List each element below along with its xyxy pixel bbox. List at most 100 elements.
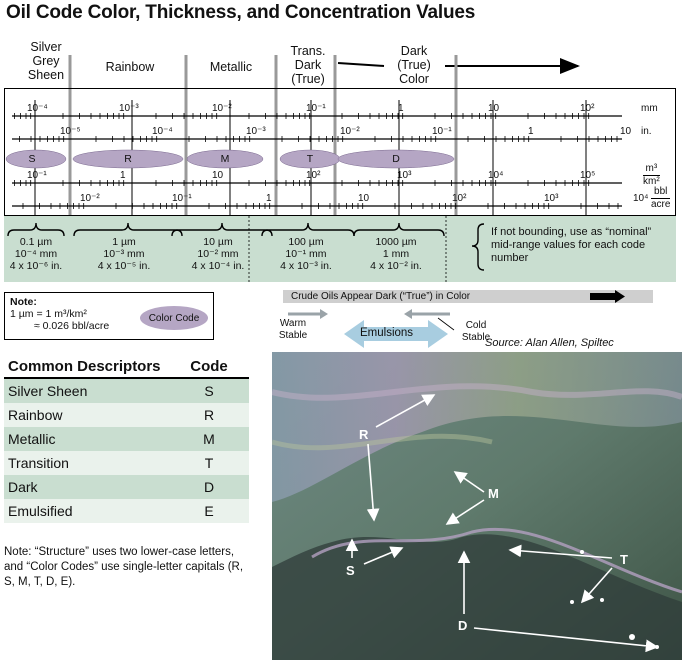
page-title: Oil Code Color, Thickness, and Concentra…	[6, 2, 476, 23]
nominal-note: If not bounding, use as “nominal” mid-ra…	[491, 226, 652, 264]
code-ellipse-d	[337, 149, 455, 169]
descriptor-name: Metallic	[4, 427, 169, 451]
category-line: (True)	[291, 72, 325, 86]
stability-arrows	[288, 290, 625, 348]
descriptor-code: T	[169, 451, 249, 475]
cold-label-line: Cold	[465, 320, 487, 331]
arrow-d-2	[473, 627, 659, 653]
mm-tick: 10²	[580, 103, 595, 114]
nominal-m: 10 µm 10⁻² mm 4 x 10⁻⁴ in.	[178, 236, 258, 272]
category-line: Trans.	[290, 44, 326, 58]
bblacre-tick: 10²	[452, 193, 467, 204]
nominal-line: 1000 µm	[375, 236, 417, 248]
photo-label-t: T	[620, 552, 628, 567]
category-line: Grey	[32, 54, 60, 68]
color-code-legend: Color Code	[140, 306, 208, 330]
m3km2-tick: 10	[212, 170, 224, 181]
mm-tick: 10⁻⁴	[27, 103, 48, 114]
descriptor-name: Rainbow	[4, 403, 169, 427]
category-line: Metallic	[209, 60, 253, 74]
category-line: (True)	[397, 58, 431, 72]
m3km2-tick: 10³	[397, 170, 412, 181]
braces	[7, 216, 485, 282]
nominal-values-band	[4, 216, 676, 282]
photo-label-d: D	[458, 618, 468, 633]
category-metallic: Metallic	[196, 60, 266, 74]
unit-denominator: acre	[651, 198, 671, 210]
header-descriptors: Common Descriptors	[4, 354, 169, 379]
category-transition: Trans. Dark (True)	[282, 44, 334, 86]
nominal-r: 1 µm 10⁻³ mm 4 x 10⁻⁵ in.	[84, 236, 164, 272]
bblacre-tick: 10	[358, 193, 370, 204]
note-heading: Note:	[10, 296, 37, 308]
brace-d	[353, 222, 445, 237]
arrow-r-2	[366, 443, 380, 522]
oil-slick-image	[272, 352, 682, 660]
nominal-line: 10⁻³ mm	[103, 248, 145, 260]
nominal-line: 4 x 10⁻² in.	[370, 260, 422, 272]
nominal-d: 1000 µm 1 mm 4 x 10⁻² in.	[356, 236, 436, 272]
m3km2-tick: 10²	[306, 170, 321, 181]
brace-t	[261, 222, 355, 237]
warm-label-line: Warm	[279, 318, 307, 329]
cold-stable-label: Cold Stable	[458, 320, 494, 344]
nominal-line: 4 x 10⁻³ in.	[280, 260, 332, 272]
nominal-line: 10⁻⁴ mm	[14, 248, 58, 260]
arrow-m-1	[453, 471, 485, 493]
arrow-r-1	[375, 394, 436, 428]
photo-label-s: S	[346, 563, 355, 578]
mm-tick: 1	[398, 103, 404, 114]
descriptor-name: Silver Sheen	[4, 378, 169, 403]
nominal-line: 10 µm	[203, 236, 233, 248]
crude-oils-bar: Crude Oils Appear Dark (“True”) in Color	[283, 290, 653, 303]
scale-panel	[4, 88, 676, 216]
category-line: Dark	[294, 58, 322, 72]
nominal-line: 100 µm	[288, 236, 324, 248]
nominal-line: 1 mm	[382, 248, 410, 260]
category-line: Silver	[30, 40, 62, 54]
nominal-s: 0.1 µm 10⁻⁴ mm 4 x 10⁻⁶ in.	[4, 236, 68, 272]
code-label-r: R	[124, 153, 132, 165]
code-ellipse-m	[186, 149, 264, 169]
in-unit: in.	[641, 126, 652, 137]
category-rainbow: Rainbow	[90, 60, 170, 74]
mm-tick: 10	[488, 103, 500, 114]
brace-s	[7, 222, 65, 237]
m3km2-tick: 10⁴	[488, 170, 504, 181]
dark-line-left	[337, 62, 385, 67]
descriptor-code: S	[169, 378, 249, 403]
bblacre-tick: 10⁴	[633, 193, 649, 204]
table-header-row: Common Descriptors Code	[4, 354, 249, 379]
code-label-t: T	[306, 153, 314, 165]
code-label-m: M	[220, 153, 230, 165]
descriptor-name: Dark	[4, 475, 169, 499]
nominal-line: 10⁻² mm	[197, 248, 239, 260]
mm-unit: mm	[641, 103, 658, 114]
brace-r	[73, 222, 183, 237]
unit-numerator: bbl	[654, 186, 668, 197]
brace-m	[171, 222, 273, 237]
descriptor-code: M	[169, 427, 249, 451]
in-tick: 1	[528, 126, 534, 137]
photo-label-r: R	[359, 427, 369, 442]
in-tick: 10	[620, 126, 632, 137]
category-line: Color	[399, 72, 429, 86]
warm-stable-label: Warm Stable	[276, 318, 310, 342]
descriptor-name: Transition	[4, 451, 169, 475]
note-line-1: 1 µm = 1 m³/km²	[10, 308, 87, 320]
mm-tick: 10⁻³	[119, 103, 139, 114]
header-graphics	[68, 55, 580, 216]
in-tick: 10⁻¹	[432, 126, 452, 137]
crude-black-arrow	[590, 290, 625, 303]
nominal-line: 4 x 10⁻⁵ in.	[97, 260, 151, 272]
descriptor-code: E	[169, 499, 249, 523]
unit-note-box: Note: 1 µm = 1 m³/km² ≈ 0.026 bbl/acre	[4, 292, 214, 340]
m3km2-unit: m³ km²	[643, 163, 660, 188]
oil-slick-photo: R M S T D	[272, 352, 682, 660]
mm-tick: 10⁻²	[212, 103, 232, 114]
